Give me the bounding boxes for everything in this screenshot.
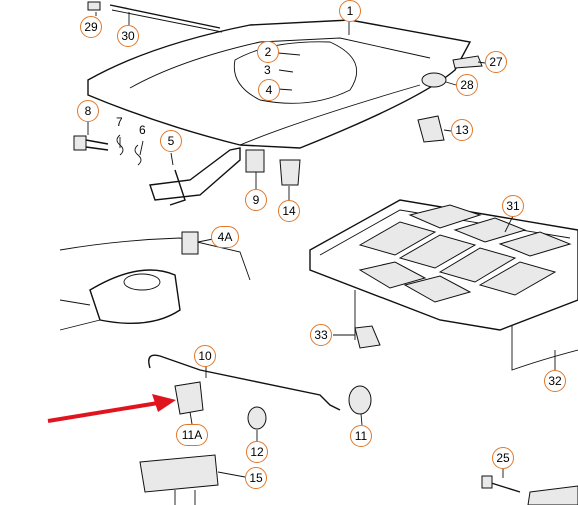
callout-1: 1 <box>339 0 361 22</box>
callout-30: 30 <box>117 25 139 47</box>
prop-rod <box>148 354 341 411</box>
callout-15: 15 <box>245 467 267 489</box>
callout-7: 7 <box>116 115 123 129</box>
callout-8: 8 <box>77 100 99 122</box>
callout-31: 31 <box>502 195 524 217</box>
hood-panel <box>87 19 472 149</box>
bolt-8 <box>73 135 109 151</box>
callout-4: 4 <box>258 79 280 101</box>
engine-bay <box>59 231 251 331</box>
hinge-assembly <box>116 134 241 206</box>
insulation-mat <box>309 199 578 371</box>
hood-seal <box>109 4 221 29</box>
callout-28: 28 <box>456 74 478 96</box>
callout-11a: 11A <box>176 424 208 446</box>
callout-32: 32 <box>544 370 566 392</box>
callout-4a: 4A <box>211 226 239 248</box>
callout-5: 5 <box>160 130 182 152</box>
leader-lines <box>87 12 556 478</box>
callout-10: 10 <box>194 345 216 367</box>
rod-holder-11A <box>174 381 204 415</box>
bump-stop-14 <box>279 159 301 186</box>
grommet-12 <box>247 406 267 430</box>
callout-2: 2 <box>257 41 279 63</box>
clip-33 <box>354 325 381 349</box>
callout-33: 33 <box>310 324 332 346</box>
callout-11: 11 <box>350 425 372 447</box>
callout-14: 14 <box>278 200 300 222</box>
grommet-28 <box>421 72 447 88</box>
clip-9 <box>245 149 265 173</box>
grommet-11 <box>348 385 372 415</box>
callout-3: 3 <box>264 63 271 77</box>
part-27 <box>452 55 483 69</box>
callout-25: 25 <box>492 447 514 469</box>
callout-6: 6 <box>139 123 146 137</box>
red-arrow <box>47 394 176 423</box>
callout-27: 27 <box>485 51 507 73</box>
part-29 <box>87 1 101 11</box>
callout-12: 12 <box>246 441 268 463</box>
callout-13: 13 <box>451 119 473 141</box>
callout-9: 9 <box>245 189 267 211</box>
hood-lock <box>139 454 219 493</box>
screw-25 <box>487 481 521 493</box>
bracket-32 <box>527 485 578 505</box>
callout-29: 29 <box>80 16 102 38</box>
clip-13 <box>417 115 445 143</box>
